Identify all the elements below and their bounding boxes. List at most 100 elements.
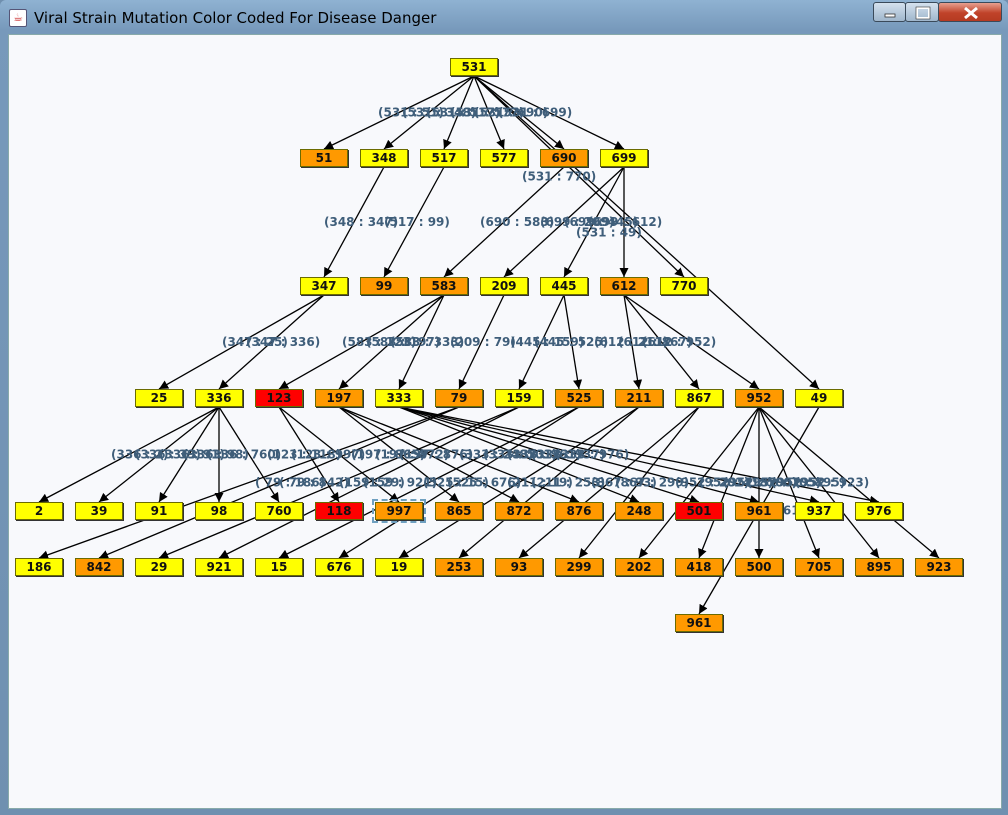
strain-node[interactable]: 197: [315, 389, 363, 407]
strain-node[interactable]: 98: [195, 502, 243, 520]
edge-label: (867 : 299): [615, 476, 689, 490]
strain-node[interactable]: 867: [675, 389, 723, 407]
strain-node[interactable]: 895: [855, 558, 903, 576]
strain-node[interactable]: 872: [495, 502, 543, 520]
strain-node[interactable]: 961: [735, 502, 783, 520]
edge-label: (583 : 123): [342, 335, 416, 349]
strain-node[interactable]: 79: [435, 389, 483, 407]
mutation-edge: [398, 406, 760, 505]
strain-node[interactable]: 952: [735, 389, 783, 407]
strain-node[interactable]: 760: [255, 502, 303, 520]
strain-node[interactable]: 123: [255, 389, 303, 407]
edge-label: (517 : 99): [384, 215, 450, 229]
mutation-edge: [398, 406, 700, 504]
edge-label: (159 : 921): [363, 476, 437, 490]
strain-node[interactable]: 25: [135, 389, 183, 407]
strain-node[interactable]: 876: [555, 502, 603, 520]
strain-node[interactable]: 531: [450, 58, 498, 76]
strain-node[interactable]: 976: [855, 502, 903, 520]
mutation-edge: [158, 406, 520, 559]
strain-node[interactable]: 445: [540, 277, 588, 295]
strain-node[interactable]: 525: [555, 389, 603, 407]
strain-node[interactable]: 211: [615, 389, 663, 407]
strain-node[interactable]: 770: [660, 277, 708, 295]
strain-node[interactable]: 51: [300, 149, 348, 167]
mutation-edge: [473, 75, 505, 150]
edge-label: (123 : 997): [291, 448, 365, 462]
strain-node[interactable]: 29: [135, 558, 183, 576]
maximize-button[interactable]: [905, 2, 939, 22]
mutation-edge: [38, 406, 460, 560]
strain-node[interactable]: 612: [600, 277, 648, 295]
strain-node[interactable]: 699: [600, 149, 648, 167]
mutation-edge: [473, 75, 625, 150]
close-button[interactable]: [938, 2, 1002, 22]
mutation-edge: [323, 166, 385, 278]
strain-node[interactable]: 923: [915, 558, 963, 576]
edge-label: (612 : 211): [594, 335, 668, 349]
strain-node[interactable]: 500: [735, 558, 783, 576]
mutation-edge: [563, 166, 625, 278]
strain-node[interactable]: 186: [15, 558, 63, 576]
strain-node[interactable]: 517: [420, 149, 468, 167]
strain-node[interactable]: 676: [315, 558, 363, 576]
mutation-edge: [758, 406, 940, 559]
strain-node[interactable]: 842: [75, 558, 123, 576]
strain-node[interactable]: 19: [375, 558, 423, 576]
edge-label: (348 : 347): [324, 215, 398, 229]
minimize-button[interactable]: [873, 2, 906, 22]
edge-label: (445 : 159): [510, 335, 584, 349]
graph-canvas[interactable]: (531 : 51)(531 : 348)(531 : 517)(531 : 5…: [8, 34, 1002, 809]
mutation-edge: [623, 294, 643, 390]
edge-label: (531 : 517): [426, 106, 500, 120]
strain-node[interactable]: 865: [435, 502, 483, 520]
strain-node[interactable]: 501: [675, 502, 723, 520]
edge-label: (525 : 15): [423, 476, 489, 490]
mutation-edge: [698, 406, 760, 559]
strain-node[interactable]: 91: [135, 502, 183, 520]
edge-label: (952 : 202): [675, 476, 749, 490]
strain-node[interactable]: 159: [495, 389, 543, 407]
strain-node[interactable]: 961: [675, 614, 723, 632]
title-bar[interactable]: ☕ Viral Strain Mutation Color Coded For …: [0, 0, 1008, 34]
strain-node[interactable]: 15: [255, 558, 303, 576]
strain-node[interactable]: 49: [795, 389, 843, 407]
mutation-edge: [383, 75, 475, 150]
close-icon: [964, 6, 978, 20]
edge-label: (333 : 501): [483, 448, 557, 462]
strain-node[interactable]: 347: [300, 277, 348, 295]
strain-node[interactable]: 2: [15, 502, 63, 520]
mutation-edge: [758, 406, 880, 559]
edge-label: (336 : 91): [159, 448, 225, 462]
strain-node[interactable]: 921: [195, 558, 243, 576]
edge-label: (333 : 976): [555, 448, 629, 462]
java-app-icon: ☕: [9, 9, 27, 27]
mutation-edge: [398, 406, 640, 503]
edge-label: (531 : 577): [450, 106, 524, 120]
strain-node[interactable]: 209: [480, 277, 528, 295]
strain-node[interactable]: 333: [375, 389, 423, 407]
strain-node[interactable]: 937: [795, 502, 843, 520]
strain-node[interactable]: 299: [555, 558, 603, 576]
strain-node[interactable]: 418: [675, 558, 723, 576]
strain-node[interactable]: 348: [360, 149, 408, 167]
strain-node[interactable]: 583: [420, 277, 468, 295]
strain-node[interactable]: 202: [615, 558, 663, 576]
strain-node[interactable]: 997: [372, 499, 426, 523]
strain-node[interactable]: 39: [75, 502, 123, 520]
mutation-edge: [158, 406, 220, 503]
edge-label: (690 : 583): [480, 215, 554, 229]
strain-node[interactable]: 99: [360, 277, 408, 295]
strain-node[interactable]: 690: [540, 149, 588, 167]
strain-node[interactable]: 118: [315, 502, 363, 520]
strain-node[interactable]: 577: [480, 149, 528, 167]
mutation-edge: [473, 75, 820, 390]
minimize-icon: [884, 13, 896, 18]
strain-node[interactable]: 705: [795, 558, 843, 576]
strain-node[interactable]: 93: [495, 558, 543, 576]
mutation-edge: [218, 294, 325, 390]
strain-node[interactable]: 336: [195, 389, 243, 407]
strain-node[interactable]: 253: [435, 558, 483, 576]
mutation-edge: [398, 294, 445, 390]
strain-node[interactable]: 248: [615, 502, 663, 520]
